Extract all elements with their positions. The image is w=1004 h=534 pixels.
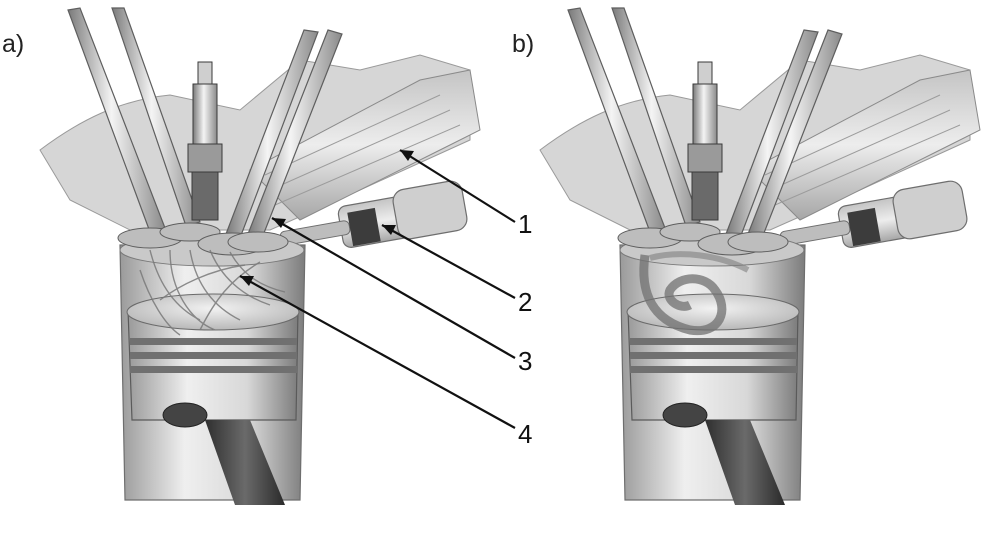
engine-illustration-a bbox=[39, 7, 481, 506]
panel-b: b) bbox=[512, 7, 981, 506]
flame-vortex bbox=[639, 254, 727, 336]
engine-illustration-b bbox=[539, 7, 981, 506]
callout-4: 4 bbox=[518, 419, 532, 449]
panel-a: a) bbox=[2, 7, 481, 506]
callout-leaders bbox=[239, 149, 516, 429]
callout-3: 3 bbox=[518, 346, 532, 376]
panel-label-a: a) bbox=[2, 30, 24, 58]
callout-1: 1 bbox=[518, 209, 532, 239]
callout-2: 2 bbox=[518, 287, 532, 317]
panel-label-b: b) bbox=[512, 30, 534, 58]
